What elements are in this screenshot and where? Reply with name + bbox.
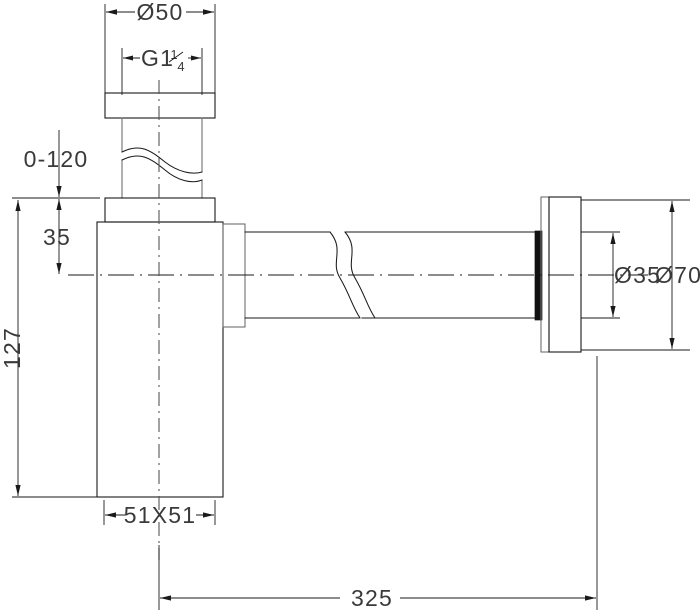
arrow-down [15,485,21,496]
arrow-right [203,9,214,15]
dim-label-thread-fraction-numerator: 1 [170,47,177,62]
dimension-inlet-thread-size: G1 1 4 [121,45,203,95]
dimension-inlet-cap-diameter: Ø50 [104,0,216,95]
arrow-left [105,512,116,518]
dimension-wall-flange-diameter: Ø70 [581,199,700,351]
break-symbol-lower [121,155,203,183]
trap-collar [104,197,216,223]
break-symbol-upper [121,147,203,174]
inlet-tube [121,117,203,199]
dim-label-trap-body-section: 51X51 [124,502,197,528]
dimension-adjustable-tube-range: 0-120 [12,130,100,199]
arrow-up [669,201,675,212]
dim-label-wall-flange-diameter: Ø70 [655,262,700,288]
trap-body-cylinder [96,221,224,498]
outlet-pipe [244,231,538,319]
arrow-left [106,9,117,15]
dim-label-inlet-cap-diameter: Ø50 [136,0,183,25]
dim-label-adjustable-range: 0-120 [24,146,89,172]
dim-label-overall-height: 127 [0,327,25,369]
arrow-left [123,55,133,61]
dim-label-overall-length: 325 [351,585,393,611]
arrow-down [56,186,62,197]
trap-body [96,221,224,498]
dimension-collar-to-center: 35 [43,199,71,274]
dimension-trap-body-section: 51X51 [103,500,216,528]
arrow-right [191,55,201,61]
dimension-outlet-pipe-diameter: Ø35 [581,231,661,319]
dim-label-thread-fraction-denominator: 4 [177,59,184,74]
dim-label-collar-to-center: 35 [43,224,71,250]
arrow-down [669,338,675,349]
dim-label-thread-size: G1 [141,45,174,71]
dim-label-outlet-pipe-diameter: Ø35 [614,262,661,288]
arrow-left [160,595,171,601]
arrow-up [610,233,616,244]
trap-collar-body [104,197,216,223]
arrow-right [203,512,214,518]
arrow-down [56,263,62,274]
break-symbol-right [344,231,376,319]
dimension-overall-body-height: 127 [0,200,100,498]
inlet-cap [104,92,216,119]
arrow-up [56,199,62,210]
fraction-slash [168,51,184,63]
dimension-overall-length: 325 [158,356,598,611]
arrow-right [585,595,596,601]
arrow-down [610,306,616,317]
arrow-up [15,200,21,211]
inlet-cap-body [104,92,216,119]
break-symbol-left [329,231,361,319]
